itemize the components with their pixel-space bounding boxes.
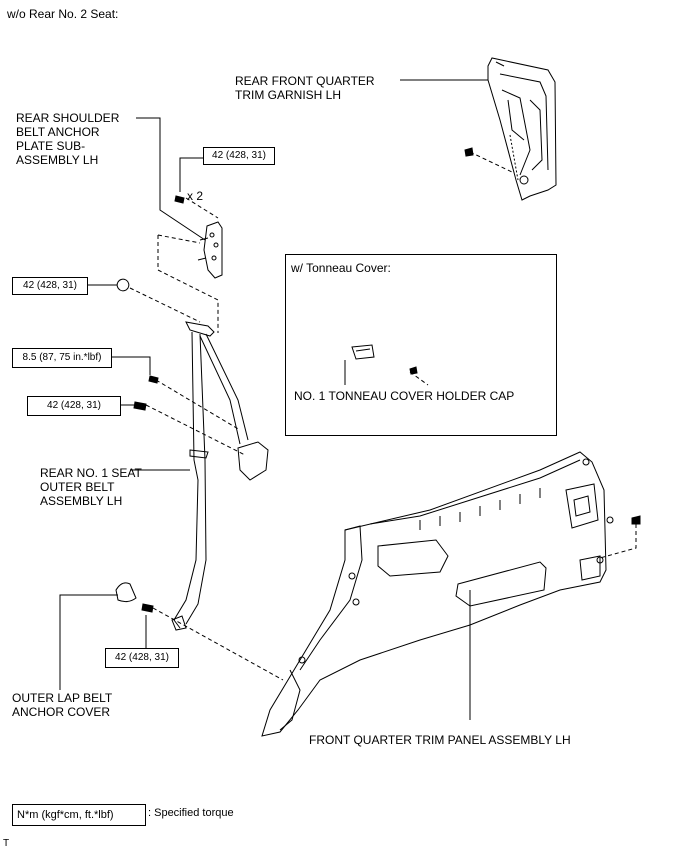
- front-quarter-trim-panel-drawing: [261, 451, 614, 737]
- torque-box-lap-anchor: 42 (428, 31): [105, 648, 179, 668]
- label-outer-belt-line2: OUTER BELT: [40, 480, 115, 494]
- label-outer-belt-line3: ASSEMBLY LH: [40, 494, 123, 508]
- leader-lines: [59, 79, 488, 720]
- dashed-guides: [129, 151, 637, 681]
- torque-box-guide-bolt: 8.5 (87, 75 in.*lbf): [12, 348, 112, 368]
- label-trim-garnish-line1: REAR FRONT QUARTER: [235, 74, 375, 88]
- torque-box-shoulder-anchor: 42 (428, 31): [203, 147, 275, 165]
- label-anchor-plate-line3: PLATE SUB-: [16, 139, 86, 153]
- outer-belt-drawing: [171, 321, 269, 631]
- label-lap-cover-line2: ANCHOR COVER: [12, 705, 111, 719]
- label-anchor-plate-line1: REAR SHOULDER: [16, 111, 120, 125]
- bolt-quantity: x 2: [187, 189, 204, 203]
- lap-anchor-cover-drawing: [115, 582, 137, 603]
- label-anchor-plate-line2: BELT ANCHOR: [16, 125, 100, 139]
- shoulder-anchor-plate-drawing: [197, 221, 223, 279]
- label-outer-belt-line1: REAR NO. 1 SEAT: [40, 466, 142, 480]
- label-lap-cover-line1: OUTER LAP BELT: [12, 691, 113, 705]
- condition-heading: w/o Rear No. 2 Seat:: [7, 7, 119, 21]
- anchor-bolts: [116, 195, 185, 613]
- label-trim-garnish-line2: TRIM GARNISH LH: [235, 88, 342, 102]
- footer-mark: T: [3, 838, 10, 849]
- torque-box-upper-belt: 42 (428, 31): [12, 277, 88, 295]
- tonneau-cover-inset: w/ Tonneau Cover: NO. 1 TONNEAU COVER HO…: [285, 254, 557, 436]
- inset-title: w/ Tonneau Cover:: [291, 261, 391, 275]
- rear-front-quarter-trim-garnish-drawing: [487, 57, 557, 201]
- label-tonneau-holder-cap: NO. 1 TONNEAU COVER HOLDER CAP: [294, 389, 515, 403]
- label-trim-panel: FRONT QUARTER TRIM PANEL ASSEMBLY LH: [309, 733, 571, 747]
- torque-box-belt-bolt: 42 (428, 31): [27, 396, 121, 416]
- garnish-clip: [464, 147, 474, 157]
- label-anchor-plate-line4: ASSEMBLY LH: [16, 153, 99, 167]
- tonneau-cap-drawing: [351, 344, 418, 375]
- torque-legend-text: : Specified torque: [148, 807, 234, 819]
- torque-legend-box: N*m (kgf*cm, ft.*lbf): [12, 804, 146, 826]
- panel-clip: [631, 515, 641, 525]
